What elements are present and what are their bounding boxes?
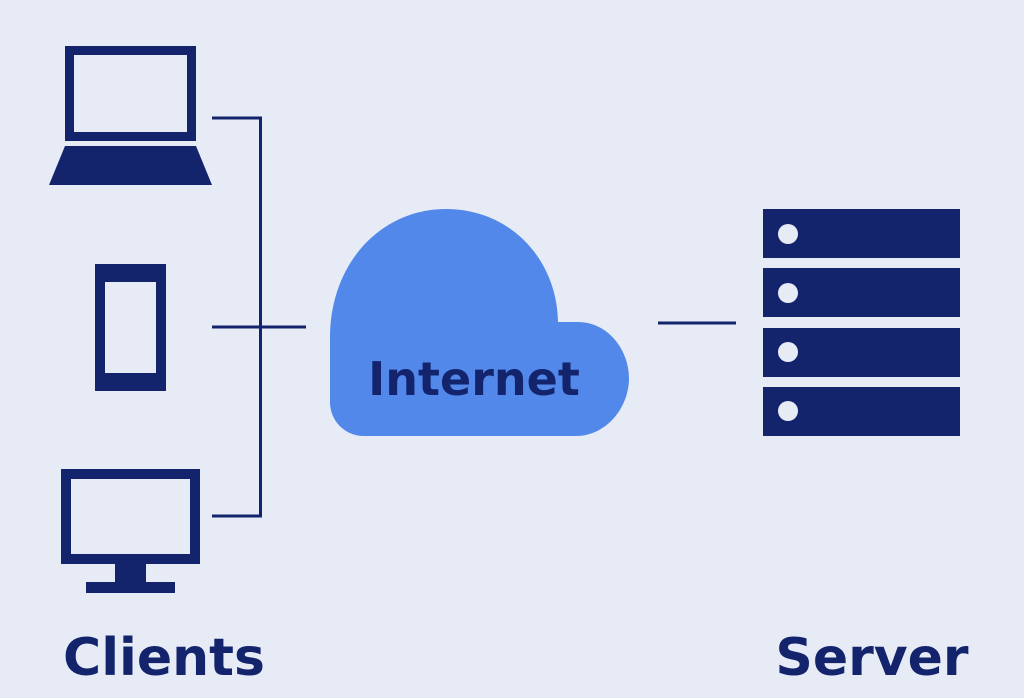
desktop-monitor-icon bbox=[61, 469, 200, 593]
server-label: Server bbox=[775, 628, 969, 688]
smartphone-icon bbox=[95, 264, 166, 391]
clients-label: Clients bbox=[63, 628, 265, 688]
server-unit bbox=[763, 209, 960, 258]
laptop-icon bbox=[49, 46, 212, 185]
cloud-icon bbox=[330, 209, 629, 436]
server-led-icon bbox=[778, 283, 798, 303]
server-led-icon bbox=[778, 401, 798, 421]
server-led-icon bbox=[778, 342, 798, 362]
internet-label: Internet bbox=[368, 352, 580, 406]
server-led-icon bbox=[778, 224, 798, 244]
server-rack-icon bbox=[763, 209, 960, 436]
server-unit bbox=[763, 328, 960, 377]
client-connector-lines bbox=[212, 116, 306, 518]
server-unit bbox=[763, 268, 960, 317]
server-unit bbox=[763, 387, 960, 436]
